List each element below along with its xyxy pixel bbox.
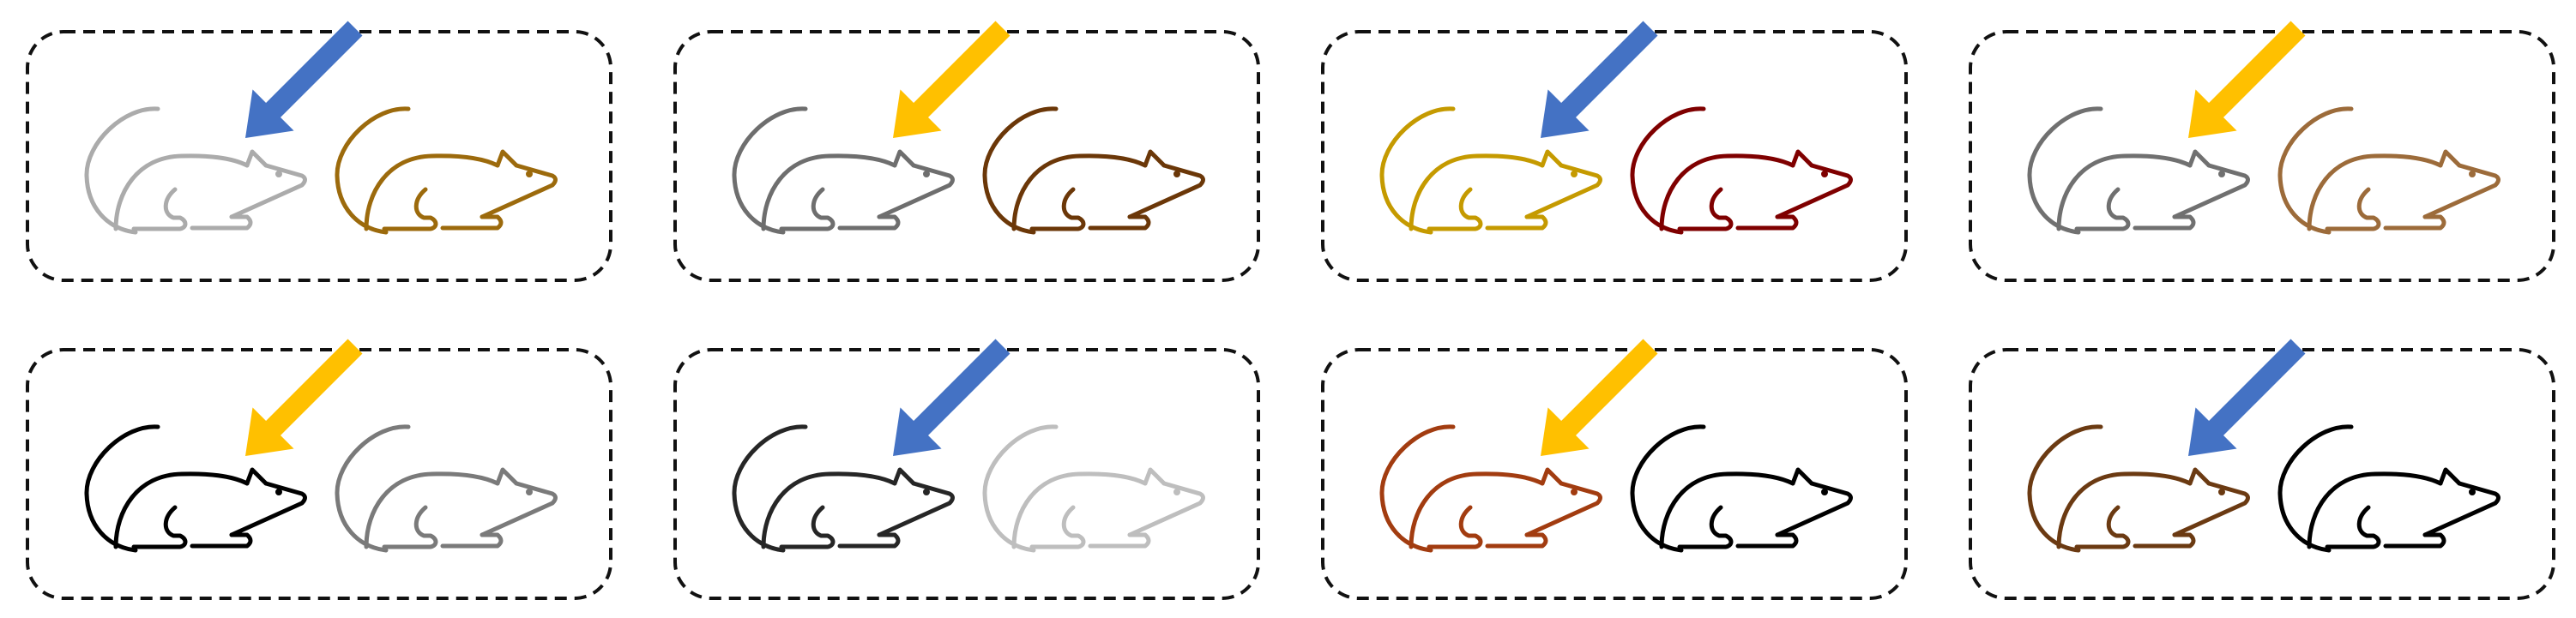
left-mouse-icon	[734, 109, 953, 232]
left-mouse-icon	[1382, 109, 1601, 232]
yellow-arrow-icon	[893, 21, 1010, 138]
left-mouse-icon	[1382, 427, 1601, 550]
mouse-eye	[1571, 489, 1578, 495]
mouse-eye	[275, 489, 282, 495]
comparison-panel	[673, 339, 1260, 600]
right-mouse-icon	[985, 427, 1204, 550]
left-mouse-icon	[87, 427, 305, 550]
yellow-arrow-icon	[245, 339, 363, 456]
right-mouse-icon	[1632, 427, 1851, 550]
left-mouse-icon	[87, 109, 305, 232]
comparison-panel	[1321, 21, 1908, 282]
mouse-eye	[2469, 171, 2476, 177]
comparison-panel	[1321, 339, 1908, 600]
comparison-panel	[26, 21, 612, 282]
blue-arrow-icon	[245, 21, 363, 138]
right-mouse-icon	[1632, 109, 1851, 232]
mouse-eye	[2469, 489, 2476, 495]
mouse-eye	[1173, 489, 1180, 495]
mouse-eye	[1571, 171, 1578, 177]
mouse-eye	[275, 171, 282, 177]
comparison-panel	[26, 339, 612, 600]
left-mouse-icon	[734, 427, 953, 550]
mouse-eye	[923, 171, 930, 177]
right-mouse-icon	[337, 109, 556, 232]
right-mouse-icon	[985, 109, 1204, 232]
panel-dashed-border	[26, 30, 612, 282]
mouse-eye	[2218, 489, 2225, 495]
mouse-eye	[526, 489, 533, 495]
mouse-eye	[1173, 171, 1180, 177]
panel-dashed-border	[673, 30, 1260, 282]
panel-dashed-border	[26, 348, 612, 600]
right-mouse-icon	[337, 427, 556, 550]
comparison-panel	[1969, 21, 2555, 282]
blue-arrow-icon	[2188, 339, 2306, 456]
mouse-eye	[923, 489, 930, 495]
panel-dashed-border	[673, 348, 1260, 600]
comparison-panel	[1969, 339, 2555, 600]
blue-arrow-icon	[893, 339, 1010, 456]
yellow-arrow-icon	[1541, 339, 1658, 456]
panel-dashed-border	[1321, 348, 1908, 600]
blue-arrow-icon	[1541, 21, 1658, 138]
left-mouse-icon	[2030, 109, 2248, 232]
mouse-eye	[1821, 489, 1828, 495]
mouse-eye	[2218, 171, 2225, 177]
panel-dashed-border	[1969, 30, 2555, 282]
yellow-arrow-icon	[2188, 21, 2306, 138]
mouse-eye	[526, 171, 533, 177]
panel-dashed-border	[1321, 30, 1908, 282]
comparison-panel	[673, 21, 1260, 282]
panel-dashed-border	[1969, 348, 2555, 600]
right-mouse-icon	[2280, 109, 2499, 232]
right-mouse-icon	[2280, 427, 2499, 550]
left-mouse-icon	[2030, 427, 2248, 550]
mouse-eye	[1821, 171, 1828, 177]
